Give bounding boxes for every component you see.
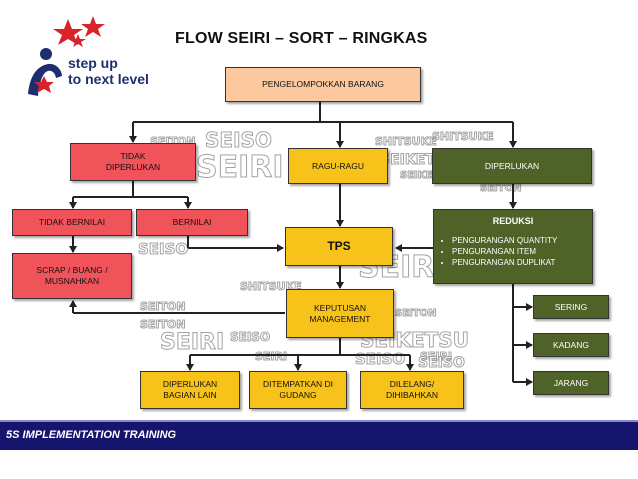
node-label: DITEMPATKAN DI GUDANG <box>262 379 334 400</box>
node-pengelompokkan-barang: PENGELOMPOKKAN BARANG <box>225 67 421 102</box>
watermark-word: SHITSUKE <box>375 135 438 149</box>
node-kadang: KADANG <box>533 333 609 357</box>
node-label: DILELANG/ DIHIBAHKAN <box>386 379 438 400</box>
reduksi-item: PENGURANGAN QUANTITY <box>452 235 586 246</box>
footer-bar: 5S IMPLEMENTATION TRAINING <box>0 420 638 450</box>
node-label: KADANG <box>553 339 589 350</box>
node-ragu-ragu: RAGU-RAGU <box>288 148 388 184</box>
watermark-word: SEISO <box>137 240 189 259</box>
node-label: TIDAK BERNILAI <box>38 217 106 227</box>
node-dilelang: DILELANG/ DIHIBAHKAN <box>360 371 464 409</box>
node-label: SCRAP / BUANG / MUSNAHKAN <box>36 265 108 286</box>
node-tps: TPS <box>285 227 393 266</box>
logo-line-2: to next level <box>68 71 149 87</box>
node-label: PENGELOMPOKKAN BARANG <box>262 79 384 89</box>
watermark-word: SEISO <box>418 355 466 372</box>
logo-line-1: step up <box>68 55 118 71</box>
node-jarang: JARANG <box>533 371 609 395</box>
node-tidak-diperlukan: TIDAK DIPERLUKAN <box>70 143 196 181</box>
node-diperlukan-bagian-lain: DIPERLUKAN BAGIAN LAIN <box>140 371 240 409</box>
footer-text: 5S IMPLEMENTATION TRAINING <box>6 429 177 441</box>
node-label: BERNILAI <box>172 217 212 227</box>
watermark-word: SEIRI <box>254 350 288 364</box>
node-diperlukan: DIPERLUKAN <box>432 148 592 184</box>
node-ditempatkan-di-gudang: DITEMPATKAN DI GUDANG <box>249 371 347 409</box>
node-reduksi: REDUKSI PENGURANGAN QUANTITY PENGURANGAN… <box>433 209 593 284</box>
node-label: KEPUTUSAN MANAGEMENT <box>309 302 371 324</box>
node-sering: SERING <box>533 295 609 319</box>
watermark-word: SEIRI <box>159 330 225 356</box>
watermark-word: SEITON <box>394 308 437 320</box>
node-label: RAGU-RAGU <box>312 160 364 171</box>
node-scrap: SCRAP / BUANG / MUSNAHKAN <box>12 253 132 299</box>
watermark-word: SHITSUKE <box>432 130 495 144</box>
reduksi-title: REDUKSI <box>492 216 534 226</box>
logo-icon <box>28 16 105 96</box>
reduksi-list: PENGURANGAN QUANTITY PENGURANGAN ITEM PE… <box>440 235 586 268</box>
node-keputusan-management: KEPUTUSAN MANAGEMENT <box>286 289 394 338</box>
watermark-word: SEITON <box>140 318 187 332</box>
reduksi-item: PENGURANGAN ITEM <box>452 246 586 257</box>
node-label: TPS <box>327 239 351 253</box>
node-label: DIPERLUKAN <box>484 160 540 171</box>
node-label: JARANG <box>553 377 589 388</box>
watermark-word: SEITON <box>140 300 187 314</box>
page-title: FLOW SEIRI – SORT – RINGKAS <box>175 30 428 47</box>
node-bernilai: BERNILAI <box>136 209 248 236</box>
watermark-word: SEIRI <box>196 150 285 186</box>
watermark-word: SEISO <box>229 330 271 345</box>
reduksi-item: PENGURANGAN DUPLIKAT <box>452 257 586 268</box>
node-label: DIPERLUKAN BAGIAN LAIN <box>162 379 218 400</box>
node-tidak-bernilai: TIDAK BERNILAI <box>12 209 132 236</box>
watermark-word: SEITON <box>479 183 522 195</box>
node-label: TIDAK DIPERLUKAN <box>105 151 161 172</box>
node-label: SERING <box>554 301 588 312</box>
watermark-word: SEIRI <box>419 350 453 364</box>
watermark-word: SEISO <box>205 128 273 153</box>
